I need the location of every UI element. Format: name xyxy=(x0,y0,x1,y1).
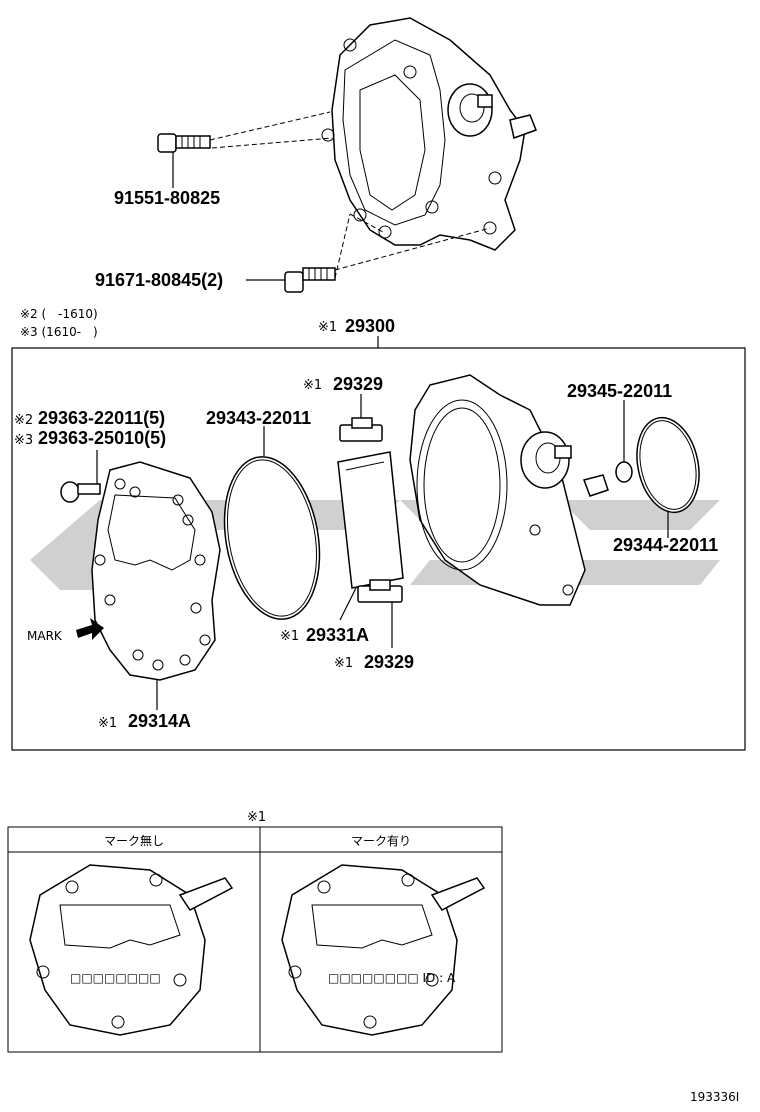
stamp-no-mark: □□□□□□□□ xyxy=(70,971,161,985)
vacuum-pump-housing-detail xyxy=(409,374,609,606)
mark-1-vane: ※1 xyxy=(280,629,299,644)
mark-1-clip-bottom: ※1 xyxy=(334,656,353,671)
clip-bottom-icon xyxy=(357,579,403,603)
mark-label: MARK xyxy=(27,629,63,643)
mark-arrow-icon xyxy=(76,618,104,640)
comparison-table xyxy=(7,826,503,1053)
part-number-screw-1: 29363-22011(5) xyxy=(38,408,165,428)
bolt-91551-icon xyxy=(157,133,211,153)
stamp-with-mark: □□□□□□□□ ID : A xyxy=(328,971,456,985)
table-title: ※1 xyxy=(247,810,266,825)
part-number-bolt-b: 91671-80845(2) xyxy=(95,270,223,290)
part-number-oring-outer: 29344-22011 xyxy=(613,535,718,555)
note-3: ※3 (1610- ) xyxy=(20,325,98,339)
mark-3: ※3 xyxy=(14,433,33,448)
detail-frame xyxy=(11,347,746,751)
bolt-91671-icon xyxy=(284,267,336,293)
clip-top-icon xyxy=(339,417,383,442)
mark-1-assembly: ※1 xyxy=(318,320,337,335)
screw-29363-icon xyxy=(60,481,101,503)
table-col-no-mark: マーク無し xyxy=(104,833,164,848)
cover-no-mark-icon xyxy=(29,864,234,1036)
part-number-clip-top: 29329 xyxy=(333,374,383,394)
mark-1-clip-top: ※1 xyxy=(303,378,322,393)
part-number-clip-bottom: 29329 xyxy=(364,652,414,672)
cover-gasket-icon xyxy=(91,461,221,681)
cover-with-mark-icon xyxy=(281,864,486,1036)
part-number-screw-2: 29363-25010(5) xyxy=(38,428,166,448)
oring-small-icon xyxy=(615,461,633,483)
vacuum-pump-housing-top xyxy=(321,17,537,251)
part-number-assembly: 29300 xyxy=(345,316,395,336)
mark-2: ※2 xyxy=(14,413,33,428)
table-col-with-mark: マーク有り xyxy=(351,834,411,848)
vane-icon xyxy=(337,451,404,589)
figure-id: 193336I xyxy=(690,1090,739,1104)
oring-outer-icon xyxy=(636,416,700,514)
part-number-cover: 29314A xyxy=(128,711,191,731)
part-number-oring-small: 29345-22011 xyxy=(567,381,672,401)
oring-large-icon xyxy=(223,456,321,620)
mark-1-cover: ※1 xyxy=(98,716,117,731)
part-number-oring-large: 29343-22011 xyxy=(206,408,311,428)
part-number-vane: 29331A xyxy=(306,625,369,645)
note-2: ※2 ( -1610) xyxy=(20,307,98,321)
part-number-bolt-a: 91551-80825 xyxy=(114,188,220,208)
